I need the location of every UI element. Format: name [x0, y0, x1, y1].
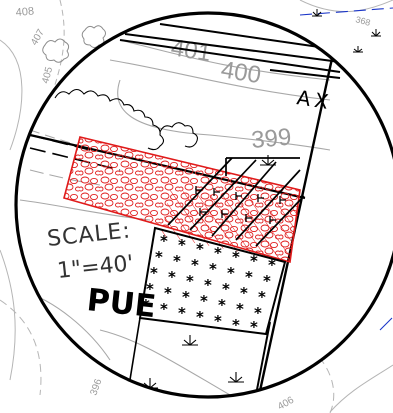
pue-label: PUE	[85, 282, 157, 325]
detail-circle-border	[14, 11, 393, 399]
contour-label-408: 408	[15, 5, 34, 19]
planting-edge-line	[254, 321, 271, 397]
road-edge-lines	[119, 23, 341, 79]
svg-text:*: *	[214, 312, 222, 330]
svg-text:*: *	[178, 304, 186, 322]
svg-text:*: *	[191, 256, 199, 274]
svg-text:*: *	[186, 272, 194, 290]
svg-text:*: *	[168, 268, 176, 286]
svg-text:*: *	[146, 280, 154, 298]
svg-text:*: *	[214, 244, 222, 262]
svg-text:*: *	[178, 236, 186, 254]
svg-text:*: *	[263, 272, 271, 290]
svg-text:*: *	[160, 300, 168, 318]
svg-text:*: *	[196, 240, 204, 258]
svg-text:*: *	[209, 260, 217, 278]
contour-label-406: 406	[276, 395, 296, 413]
svg-text:*: *	[150, 264, 158, 282]
svg-text:*: *	[245, 268, 253, 286]
svg-text:*: *	[222, 280, 230, 298]
contour-label-396: 396	[88, 377, 104, 397]
svg-text:*: *	[254, 304, 262, 322]
drainage-tick-marks	[195, 186, 286, 224]
contour-label-407: 407	[29, 27, 47, 47]
svg-text:*: *	[250, 318, 258, 336]
svg-text:*: *	[218, 296, 226, 314]
svg-text:*: *	[182, 288, 190, 306]
svg-text:*: *	[232, 316, 240, 334]
svg-text:*: *	[200, 292, 208, 310]
svg-text:*: *	[250, 252, 258, 270]
svg-text:*: *	[258, 288, 266, 306]
tree-canopy-symbol	[54, 88, 165, 151]
road-label: AX	[295, 85, 334, 114]
svg-text:*: *	[155, 248, 163, 266]
svg-text:*: *	[232, 248, 240, 266]
contour-label-400: 400	[219, 56, 263, 89]
svg-text:*: *	[142, 296, 150, 314]
planting-area	[138, 226, 287, 336]
svg-text:*: *	[196, 308, 204, 326]
svg-text:*: *	[204, 276, 212, 294]
contour-label-368: 368	[354, 14, 371, 28]
svg-text:*: *	[173, 252, 181, 270]
svg-text:*: *	[160, 232, 168, 250]
asterisk-plant-symbols: ******* ******* ******* ******* *******	[142, 232, 276, 336]
drainage-hatch-lines	[167, 157, 305, 247]
outer-marsh-symbols	[312, 9, 381, 53]
svg-text:*: *	[268, 256, 276, 274]
svg-text:*: *	[240, 284, 248, 302]
contour-label-399: 399	[250, 124, 292, 154]
tree-canopy-symbol	[159, 122, 199, 148]
contour-label-405: 405	[40, 65, 55, 84]
svg-text:*: *	[227, 264, 235, 282]
svg-text:*: *	[164, 284, 172, 302]
svg-text:*: *	[236, 300, 244, 318]
